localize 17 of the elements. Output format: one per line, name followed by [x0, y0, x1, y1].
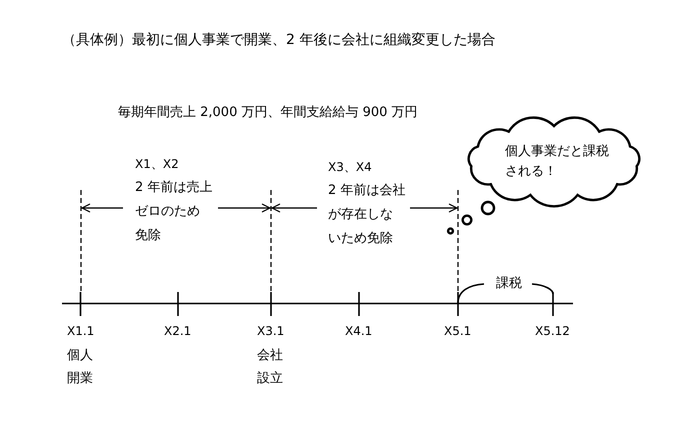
period-label: X3、X4: [328, 159, 372, 176]
period-label: X1、X2: [135, 156, 179, 173]
tick-label: X5.12: [535, 323, 570, 340]
tick-label: X4.1: [345, 323, 372, 340]
period-note: 2 年前は売上ゼロのため免除: [135, 179, 213, 245]
thought-cloud: [467, 116, 641, 208]
event-label: 個人開業: [67, 347, 94, 388]
summary-note: 毎期年間売上 2,000 万円、年間支給給与 900 万円: [118, 104, 418, 122]
bracket-label: 課税: [496, 275, 522, 293]
event-label: 会社設立: [257, 347, 284, 388]
period-note: 2 年前は会社が存在しないため免除: [328, 182, 406, 248]
cloud-text: 個人事業だと課税される！: [505, 143, 610, 181]
tick-label: X1.1: [67, 323, 94, 340]
tick-label: X2.1: [164, 323, 192, 340]
tick-label: X5.1: [444, 323, 472, 340]
tick-label: X3.1: [257, 323, 284, 340]
title: （具体例）最初に個人事業で開業、2 年後に会社に組織変更した場合: [62, 31, 496, 49]
